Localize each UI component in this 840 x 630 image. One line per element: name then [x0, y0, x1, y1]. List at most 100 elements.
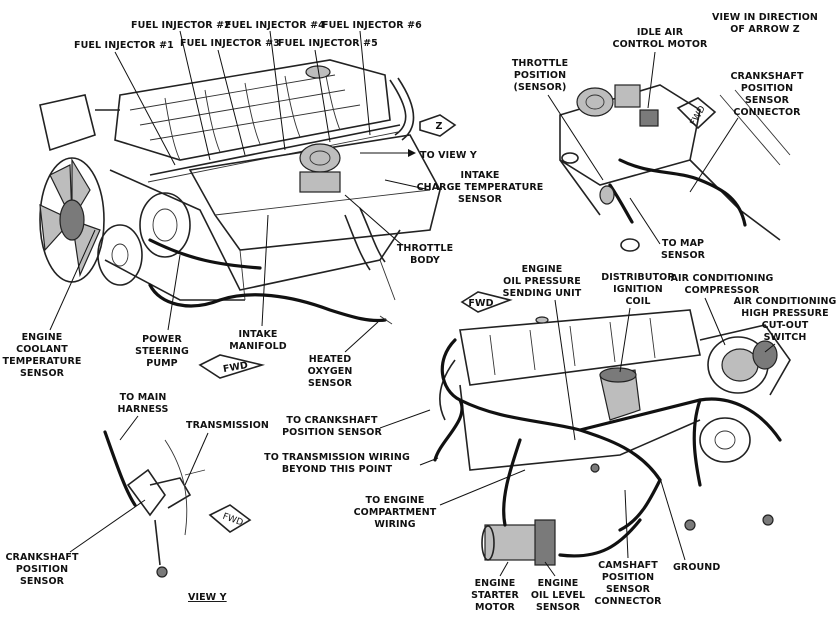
- svg-text:POSITION: POSITION: [741, 83, 793, 94]
- distributor-ignition-coil-label: DISTRIBUTOR IGNITION COIL: [601, 272, 675, 373]
- svg-text:SENSOR: SENSOR: [20, 576, 65, 587]
- power-steering-pump-label: POWER STEERING PUMP: [135, 254, 189, 369]
- svg-text:ENGINE: ENGINE: [522, 264, 563, 275]
- fuel-injector-2-label: FUEL INJECTOR #2: [131, 20, 231, 31]
- svg-text:CUT-OUT: CUT-OUT: [762, 320, 809, 331]
- fan-illustration: [39, 157, 105, 283]
- ac-cutout-switch-label: AIR CONDITIONING HIGH PRESSURE CUT-OUT S…: [734, 296, 837, 353]
- camshaft-connector-label: CAMSHAFT POSITION SENSOR CONNECTOR: [594, 489, 662, 607]
- svg-text:SENSOR: SENSOR: [458, 194, 503, 205]
- svg-text:CONNECTOR: CONNECTOR: [594, 596, 662, 607]
- svg-text:IDLE AIR: IDLE AIR: [637, 27, 684, 38]
- heated-oxygen-sensor-label: HEATED OXYGEN SENSOR: [308, 321, 379, 389]
- to-main-harness-label: TO MAIN HARNESS: [117, 392, 168, 441]
- svg-text:TO TRANSMISSION WIRING: TO TRANSMISSION WIRING: [264, 452, 410, 463]
- view-z-illustration: FWD: [559, 84, 791, 252]
- oil-pressure-sending-unit-label: ENGINE OIL PRESSURE SENDING UNIT: [503, 264, 582, 441]
- svg-text:VIEW IN DIRECTION: VIEW IN DIRECTION: [712, 12, 818, 23]
- svg-text:CONTROL MOTOR: CONTROL MOTOR: [613, 39, 709, 50]
- svg-text:SENSOR: SENSOR: [745, 95, 790, 106]
- svg-text:OF ARROW Z: OF ARROW Z: [730, 24, 800, 35]
- fuel-injector-5-label: FUEL INJECTOR #5: [278, 38, 378, 49]
- svg-text:ENGINE: ENGINE: [22, 332, 63, 343]
- svg-text:TO MAP: TO MAP: [662, 238, 704, 249]
- svg-text:CAMSHAFT: CAMSHAFT: [598, 560, 658, 571]
- idle-air-control-label: IDLE AIR CONTROL MOTOR: [613, 27, 709, 109]
- svg-text:AIR CONDITIONING: AIR CONDITIONING: [734, 296, 837, 307]
- lower-engine-illustration: FWD: [433, 291, 791, 566]
- to-transmission-wiring-label: TO TRANSMISSION WIRING BEYOND THIS POINT: [264, 452, 439, 475]
- svg-text:STEERING: STEERING: [135, 346, 189, 357]
- intake-charge-temp-label: INTAKE CHARGE TEMPERATURE SENSOR: [384, 170, 544, 205]
- fwd-label-lower: FWD: [468, 298, 493, 309]
- svg-text:MANIFOLD: MANIFOLD: [229, 341, 287, 352]
- svg-text:GROUND: GROUND: [673, 562, 720, 573]
- svg-text:IGNITION: IGNITION: [613, 284, 663, 295]
- starter-motor-label: ENGINE STARTER MOTOR: [471, 561, 519, 613]
- svg-text:SENSOR: SENSOR: [308, 378, 353, 389]
- svg-text:INTAKE: INTAKE: [460, 170, 499, 181]
- oil-level-sensor-label: ENGINE OIL LEVEL SENSOR: [531, 561, 585, 613]
- svg-text:SWITCH: SWITCH: [764, 332, 807, 343]
- svg-text:CRANKSHAFT: CRANKSHAFT: [730, 71, 803, 82]
- throttle-body-label: THROTTLE BODY: [344, 194, 453, 266]
- svg-text:MOTOR: MOTOR: [475, 602, 515, 613]
- svg-text:AIR CONDITIONING: AIR CONDITIONING: [671, 273, 774, 284]
- svg-text:TEMPERATURE: TEMPERATURE: [3, 356, 82, 367]
- arrow-z-label: Z: [436, 121, 443, 132]
- svg-text:TRANSMISSION: TRANSMISSION: [186, 420, 269, 431]
- svg-text:COOLANT: COOLANT: [16, 344, 68, 355]
- crankshaft-connector-label: CRANKSHAFT POSITION SENSOR CONNECTOR: [689, 71, 804, 193]
- svg-text:COIL: COIL: [625, 296, 650, 307]
- fuel-injector-3-label: FUEL INJECTOR #3: [180, 38, 280, 49]
- svg-text:TO ENGINE: TO ENGINE: [366, 495, 425, 506]
- fuel-injector-labels: FUEL INJECTOR #2 FUEL INJECTOR #4 FUEL I…: [74, 20, 422, 166]
- svg-text:OIL LEVEL: OIL LEVEL: [531, 590, 585, 601]
- to-crankshaft-sensor-label: TO CRANKSHAFT POSITION SENSOR: [282, 409, 431, 438]
- svg-text:HEATED: HEATED: [309, 354, 352, 365]
- svg-text:SENSOR: SENSOR: [661, 250, 706, 261]
- svg-text:POSITION SENSOR: POSITION SENSOR: [282, 427, 382, 438]
- svg-text:HARNESS: HARNESS: [117, 404, 168, 415]
- throttle-position-sensor-label: THROTTLE POSITION (SENSOR): [512, 58, 604, 181]
- to-view-y-label: TO VIEW Y: [420, 150, 477, 161]
- svg-text:TO MAIN: TO MAIN: [120, 392, 167, 403]
- fuel-injector-6-label: FUEL INJECTOR #6: [322, 20, 422, 31]
- svg-text:SENSOR: SENSOR: [20, 368, 65, 379]
- svg-text:POSITION: POSITION: [514, 70, 566, 81]
- svg-text:BEYOND THIS POINT: BEYOND THIS POINT: [282, 464, 393, 475]
- ground-label: GROUND: [659, 477, 720, 573]
- svg-text:POSITION: POSITION: [16, 564, 68, 575]
- svg-text:ENGINE: ENGINE: [538, 578, 579, 589]
- svg-text:BODY: BODY: [410, 255, 440, 266]
- crankshaft-position-sensor-label: CRANKSHAFT POSITION SENSOR: [5, 499, 146, 587]
- svg-text:INTAKE: INTAKE: [238, 329, 277, 340]
- svg-text:CONNECTOR: CONNECTOR: [733, 107, 801, 118]
- svg-text:POSITION: POSITION: [602, 572, 654, 583]
- svg-text:COMPRESSOR: COMPRESSOR: [685, 285, 761, 296]
- svg-text:OXYGEN: OXYGEN: [308, 366, 353, 377]
- view-y-title: VIEW Y: [188, 592, 227, 603]
- svg-text:POWER: POWER: [142, 334, 182, 345]
- fuel-injector-1-label: FUEL INJECTOR #1: [74, 40, 174, 51]
- svg-text:SENDING UNIT: SENDING UNIT: [503, 288, 582, 299]
- view-z-title: VIEW IN DIRECTION OF ARROW Z: [712, 12, 818, 35]
- svg-text:DISTRIBUTOR: DISTRIBUTOR: [601, 272, 675, 283]
- fuel-injector-4-label: FUEL INJECTOR #4: [225, 20, 325, 31]
- svg-text:CHARGE TEMPERATURE: CHARGE TEMPERATURE: [417, 182, 544, 193]
- transmission-label: TRANSMISSION: [184, 420, 269, 486]
- to-map-sensor-label: TO MAP SENSOR: [629, 197, 706, 261]
- engine-coolant-temp-label: ENGINE COOLANT TEMPERATURE SENSOR: [3, 229, 96, 379]
- svg-text:CRANKSHAFT: CRANKSHAFT: [5, 552, 78, 563]
- to-engine-compartment-label: TO ENGINE COMPARTMENT WIRING: [354, 469, 526, 530]
- svg-text:SENSOR: SENSOR: [536, 602, 581, 613]
- svg-text:ENGINE: ENGINE: [475, 578, 516, 589]
- svg-text:PUMP: PUMP: [146, 358, 178, 369]
- view-y-illustration: FWD: [103, 430, 252, 578]
- svg-text:(SENSOR): (SENSOR): [514, 82, 567, 93]
- svg-text:HIGH PRESSURE: HIGH PRESSURE: [741, 308, 828, 319]
- svg-text:THROTTLE: THROTTLE: [512, 58, 568, 69]
- intake-manifold-label: INTAKE MANIFOLD: [229, 214, 287, 352]
